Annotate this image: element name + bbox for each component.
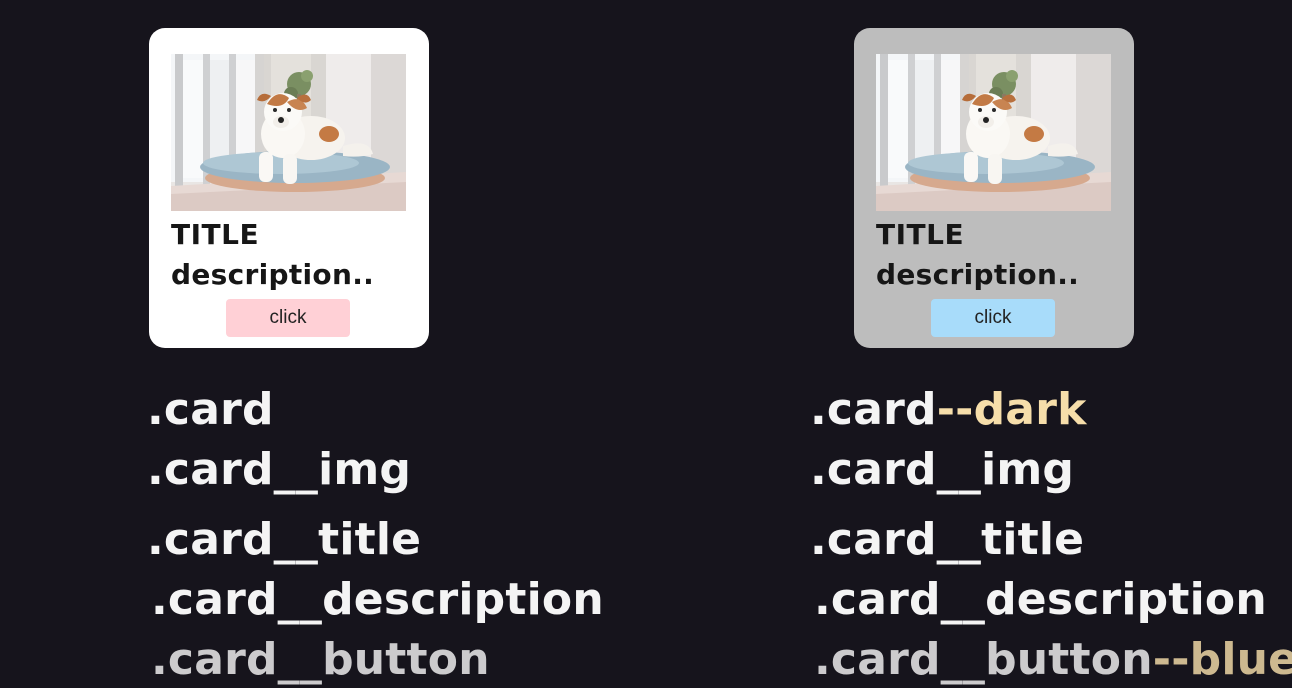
class-card-description: .card__description [814,574,1267,625]
card-image [876,54,1111,211]
card-title: TITLE [171,218,260,251]
card-title: TITLE [876,218,965,251]
card-click-button[interactable]: click [931,299,1055,337]
class-card-dark: .card--dark [810,384,1087,435]
class-card-title: .card__title [147,514,422,565]
class-card-img: .card__img [147,444,412,495]
class-card-title: .card__title [810,514,1085,565]
card-image [171,54,406,211]
card-description: description.. [171,258,375,291]
card-dark: TITLE description.. click [854,28,1134,348]
class-element-name: .card__button [814,634,1153,685]
modifier-dark: --dark [936,384,1087,435]
card-click-button[interactable]: click [226,299,350,337]
card-description: description.. [876,258,1080,291]
class-block-name: .card [810,384,937,435]
class-card-img: .card__img [810,444,1075,495]
class-card: .card [147,384,274,435]
modifier-blue: --blue [1152,634,1292,685]
class-card-description: .card__description [151,574,604,625]
card-light: TITLE description.. click [149,28,429,348]
class-card-button-blue: .card__button--blue [814,634,1292,685]
class-card-button: .card__button [151,634,490,685]
